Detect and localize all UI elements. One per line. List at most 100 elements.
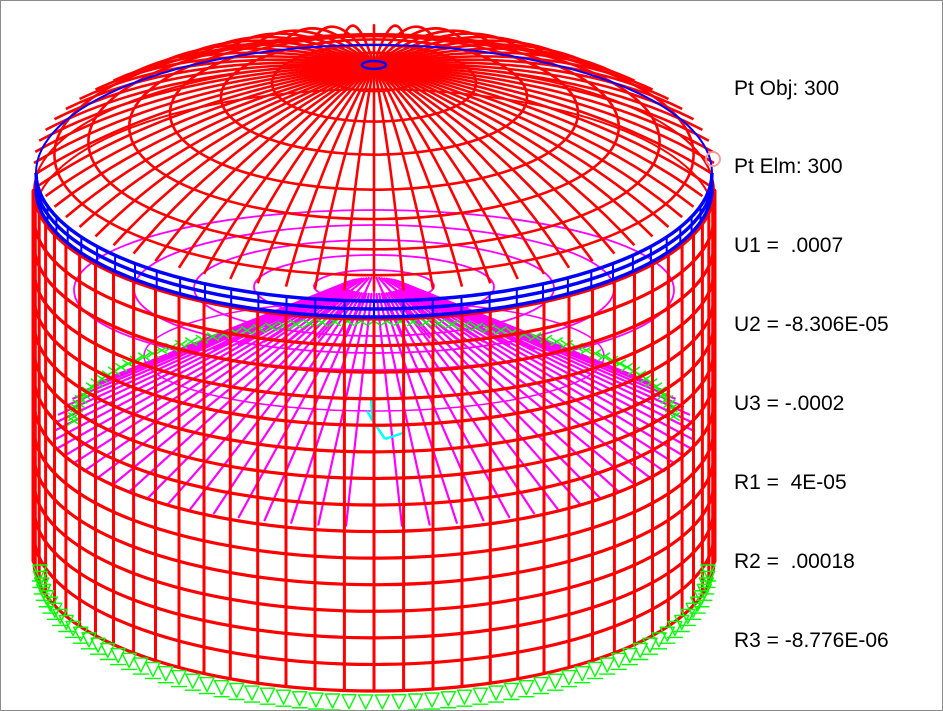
support-restraint-icon (33, 577, 50, 595)
support-restraint-icon (587, 661, 604, 680)
point-marker-icon (705, 151, 721, 167)
u3-value: U3 = -.0002 (734, 392, 845, 416)
support-restraint-icon (579, 345, 593, 355)
pt-elm-label: Pt Elm: 300 (734, 155, 843, 179)
roof-rafter (372, 25, 435, 66)
roof-rafter (78, 63, 375, 228)
support-restraint-icon (470, 322, 484, 332)
support-restraint-icon (32, 564, 48, 582)
roof-ring (321, 51, 427, 93)
roof-rafter (44, 63, 375, 198)
roof-rafter (373, 63, 714, 176)
shell-frame (31, 62, 717, 693)
support-restraint-icon (533, 676, 549, 695)
support-restraint-icon (560, 669, 577, 688)
support-restraint-icon (228, 682, 245, 701)
r1-value: R1 = 4E-05 (734, 471, 847, 495)
support-restraint-icon (206, 332, 220, 342)
radial-member (380, 292, 458, 524)
radial-member (402, 285, 694, 441)
roof-compression-ring (34, 44, 714, 319)
support-restraint-icon (114, 362, 128, 372)
support-restraint-icon (341, 693, 358, 710)
point-marker-icon (360, 59, 388, 71)
roof-ring (53, 33, 695, 277)
support-restraints-front (32, 564, 716, 710)
support-restraint-icon (155, 345, 169, 355)
support-restraint-icon (621, 647, 638, 666)
radial-member (189, 291, 358, 510)
support-restraint-icon (110, 647, 127, 666)
roof-rafter (373, 63, 714, 153)
support-restraint-icon (539, 334, 553, 344)
support-restraint-icon (419, 317, 433, 328)
local-axis-2 (384, 431, 404, 441)
support-restraint-icon (445, 319, 459, 330)
support-restraint-icon (610, 652, 627, 671)
local-axis-3 (365, 410, 375, 422)
support-restraint-icon (32, 570, 49, 589)
roof-rafter (373, 63, 710, 187)
point-displacement-info: Pt Obj: 300 Pt Elm: 300 U1 = .0007 U2 = … (734, 23, 889, 707)
roof-rafter (373, 63, 710, 142)
support-restraint-icon (74, 394, 88, 404)
support-restraint-icon (494, 325, 508, 335)
support-restraint-icon (291, 691, 308, 709)
support-restraint-icon (243, 685, 260, 703)
point-markers (360, 59, 721, 167)
support-restraint-icon (65, 620, 82, 639)
support-restraint-icon (423, 692, 440, 710)
radial-member (167, 291, 356, 505)
support-restraint-icon (184, 673, 201, 691)
support-restraint-icon (518, 679, 535, 698)
roof-rafter (373, 63, 695, 208)
roof-rafter (33, 63, 375, 165)
radial-member (395, 290, 621, 494)
support-restraint-icon (550, 337, 564, 347)
support-restraint-icon (264, 322, 278, 332)
support-restraint-icon (90, 637, 107, 655)
u2-value: U2 = -8.306E-05 (734, 313, 889, 337)
roof-dome-frame (33, 23, 715, 291)
support-restraint-icon (456, 689, 473, 707)
support-restraint-icon (679, 608, 696, 627)
support-restraint-icon (52, 608, 69, 627)
roof-rafter (38, 63, 375, 187)
support-restraint-icon (472, 687, 489, 705)
support-restraint-icon (632, 642, 649, 661)
local-axis-1 (369, 398, 387, 440)
radial-member (385, 292, 511, 519)
support-restraint-icon (503, 682, 520, 701)
support-restraint-icon (528, 332, 542, 342)
radial-member (127, 290, 353, 494)
radial-member (146, 290, 354, 500)
radial-member (390, 291, 559, 510)
roof-rafter (38, 63, 375, 142)
support-restraint-icon (457, 321, 471, 331)
radial-member (345, 292, 373, 527)
support-restraint-icon (324, 693, 341, 710)
support-restraint-icon (35, 583, 52, 602)
roof-rafter (373, 63, 715, 165)
radial-member (394, 290, 602, 500)
r2-value: R2 = .00018 (734, 549, 855, 573)
support-restraint-icon (195, 334, 209, 344)
support-restraint-icon (659, 626, 676, 644)
support-restraint-icon (574, 665, 591, 684)
radial-member (54, 285, 346, 441)
support-restraint-icon (432, 318, 446, 328)
support-restraint-icon (81, 632, 98, 650)
roof-rafter (65, 63, 375, 219)
local-axes-icon (365, 398, 404, 441)
support-restraint-icon (58, 614, 75, 633)
radial-member (375, 292, 403, 527)
support-restraint-icon (302, 318, 316, 328)
u1-value: U1 = .0007 (734, 234, 844, 258)
support-restraint-icon (547, 673, 564, 691)
support-restraint-icon (289, 319, 303, 330)
support-restraint-icon (132, 657, 149, 675)
support-restraint-icon (144, 661, 161, 680)
support-restraint-icon (641, 637, 658, 655)
